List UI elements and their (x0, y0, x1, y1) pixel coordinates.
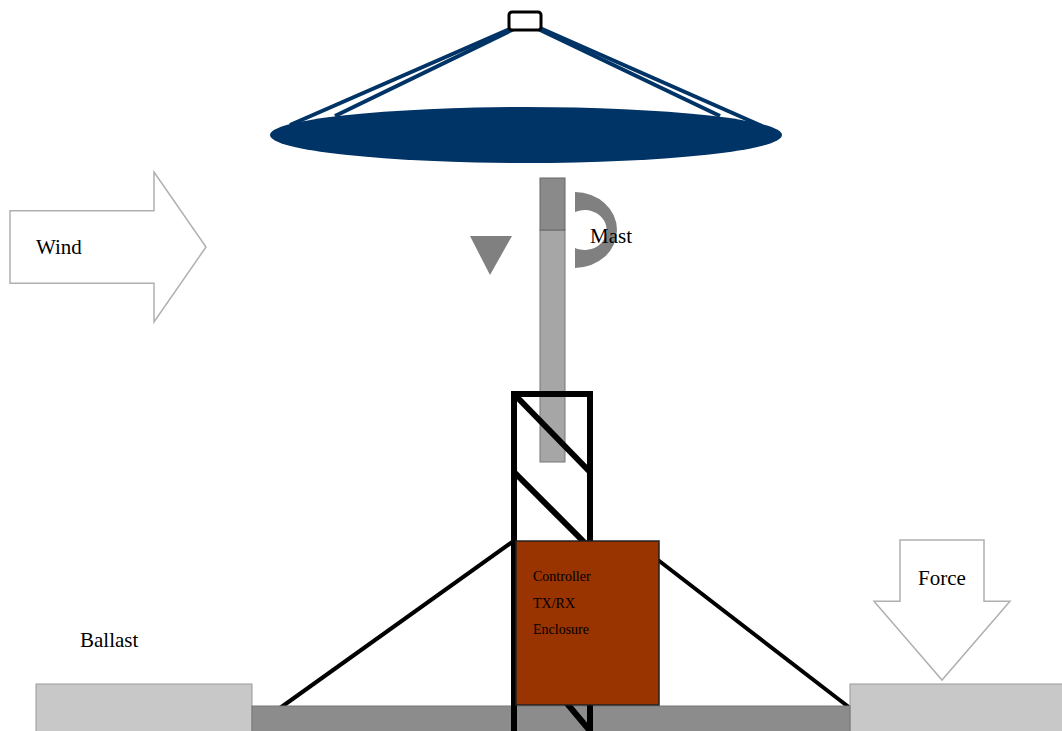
mast-label: Mast (590, 224, 632, 249)
base-plate (252, 706, 850, 731)
force-arrow-shape (874, 540, 1010, 680)
ballast-label: Ballast (72, 624, 146, 657)
enclosure-box-shape (516, 541, 659, 705)
wind-arrow: Wind (8, 170, 208, 324)
guy-line (658, 560, 850, 708)
lattice-brace (514, 472, 590, 548)
ballast-block (850, 684, 1062, 731)
node-text: Force (918, 566, 966, 591)
force-arrow: Force (872, 538, 1012, 682)
enclosure-box: Controller TX/RX Enclosure (515, 540, 660, 706)
ballast-block (36, 684, 252, 731)
lattice-brace (514, 394, 590, 472)
feed-strut (536, 28, 720, 116)
guy-line (280, 540, 515, 708)
feed-strut (290, 28, 512, 125)
node-text: Wind (36, 235, 82, 260)
dish (270, 107, 782, 163)
feed-horn (509, 12, 541, 30)
feed-strut (540, 28, 762, 126)
wind-arrow-shape (10, 172, 206, 322)
force-arrow-outline (872, 538, 1012, 682)
node-text: Controller TX/RX Enclosure (533, 564, 623, 644)
mast-top (540, 178, 565, 230)
feed-strut (335, 28, 516, 116)
rotation-arrow-head (470, 236, 512, 275)
